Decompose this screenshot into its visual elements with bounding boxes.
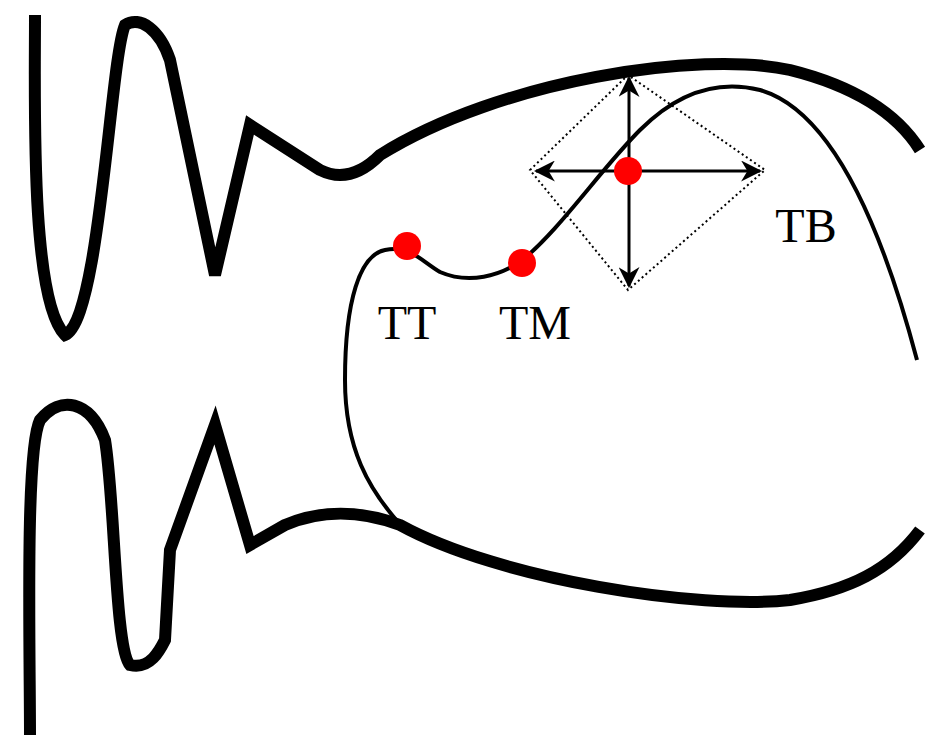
lower-wall	[29, 405, 920, 735]
valve-line	[345, 86, 917, 522]
part-label: TM	[499, 299, 571, 347]
marker-dot	[614, 157, 642, 185]
upper-wall	[35, 15, 920, 335]
marker-dot	[508, 249, 536, 277]
horizontal-arrow	[536, 170, 760, 173]
part-label: TB	[775, 202, 836, 250]
part-label: TT	[378, 299, 437, 347]
dotted-diamond	[530, 75, 765, 290]
marker-dot	[393, 232, 421, 260]
